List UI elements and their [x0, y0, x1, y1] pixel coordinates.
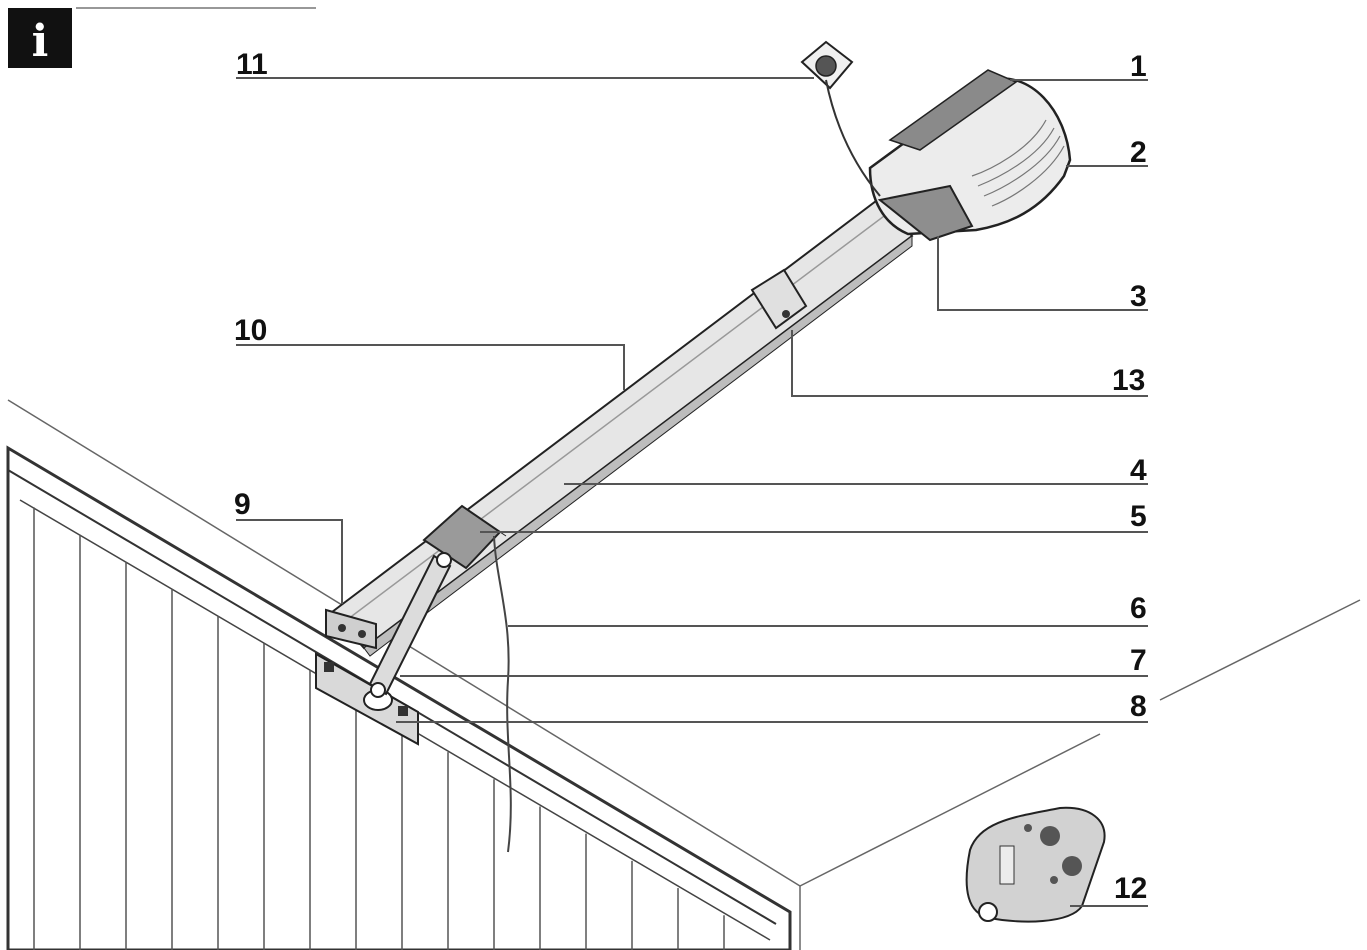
callout-2: 2 [1130, 136, 1147, 169]
callout-4: 4 [1130, 454, 1147, 487]
callout-8: 8 [1130, 690, 1147, 723]
garage-door [6, 445, 792, 950]
leader-lines [236, 77, 1148, 907]
rail-clamp [750, 268, 808, 330]
callout-13: 13 [1112, 364, 1145, 397]
release-cord [493, 535, 512, 853]
callout-5: 5 [1130, 500, 1147, 533]
info-icon: i [8, 7, 316, 68]
svg-text:i: i [32, 16, 49, 67]
hand-transmitter [965, 806, 1106, 923]
callout-10: 10 [234, 314, 267, 347]
callout-1: 1 [1130, 50, 1147, 83]
motor-unit [868, 69, 1072, 242]
callout-6: 6 [1130, 592, 1147, 625]
callout-11: 11 [236, 48, 268, 81]
door-arm [368, 552, 452, 698]
callout-9: 9 [234, 488, 251, 521]
header-bracket [325, 608, 377, 650]
power-socket [800, 40, 881, 197]
callout-12: 12 [1114, 872, 1147, 905]
door-bracket [315, 652, 419, 746]
callout-labels: 1 2 3 4 5 6 7 8 9 10 11 12 13 [234, 48, 1147, 905]
callout-3: 3 [1130, 280, 1147, 313]
callout-7: 7 [1130, 644, 1147, 677]
